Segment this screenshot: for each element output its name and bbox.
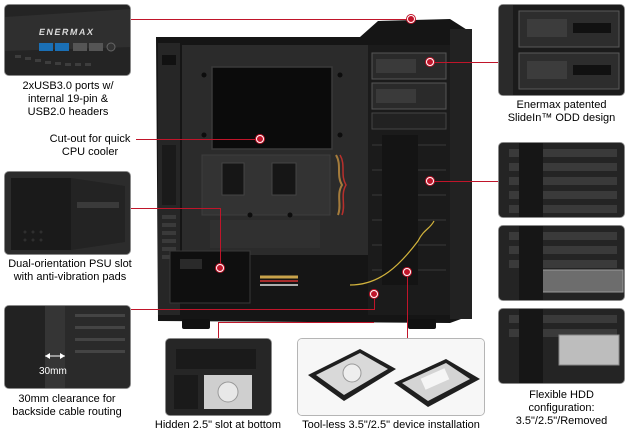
clearance-caption-line-1: 30mm clearance for [18,393,116,405]
clearance-callout-dot [370,290,378,298]
case-main-photo [150,15,480,330]
cpu-callout-dot [256,135,264,143]
usb-caption-line-2: internal 19-pin & [27,93,109,105]
hidden-callout-line [218,322,219,338]
hdd-caption-line-3: 3.5"/2.5"/Removed [515,415,608,427]
usb-caption-line-3: USB2.0 headers [27,106,109,118]
hdd-caption-line-1: Flexible HDD [529,389,594,401]
hdd-callout-line [430,181,498,182]
clearance-thumbnail: 30mm [4,305,131,389]
clearance-callout-line-v [374,294,375,310]
psu-caption: Dual-orientation PSU slot with anti-vibr… [4,258,136,284]
odd-caption: Enermax patented SlideIn™ ODD design [498,99,625,125]
usb-caption: 2xUSB3.0 ports w/ internal 19-pin & USB2… [12,80,124,119]
hdd-config-thumbnail-1 [498,142,625,218]
brand-logo: ENERMAX [38,27,96,37]
psu-caption-line-2: with anti-vibration pads [13,271,127,283]
clearance-caption: 30mm clearance for backside cable routin… [10,393,124,419]
psu-caption-line-1: Dual-orientation PSU slot [8,258,132,270]
hdd-caption: Flexible HDD configuration: 3.5"/2.5"/Re… [498,389,625,428]
toolless-callout-line [407,272,408,338]
usb-callout-line [131,19,411,20]
hdd-config-thumbnail-2 [498,225,625,301]
usb-ports-thumbnail: ENERMAX [4,4,131,76]
toolless-caption: Tool-less 3.5"/2.5" device installation [302,419,480,431]
hdd-callout-dot [426,177,434,185]
hidden-slot-caption: Hidden 2.5" slot at bottom [154,419,282,431]
odd-callout-dot [426,58,434,66]
hdd-caption-line-2: configuration: [528,402,595,414]
toolless-thumbnail [297,338,485,416]
odd-caption-line-1: Enermax patented [516,99,607,111]
usb-callout-dot [407,15,415,23]
cpu-caption-line-2: CPU cooler [61,146,119,158]
odd-thumbnail [498,4,625,96]
odd-callout-line [430,62,498,63]
psu-callout-line-v [220,208,221,268]
toolless-callout-dot [403,268,411,276]
clearance-caption-line-2: backside cable routing [12,406,122,418]
measure-label: 30mm [39,366,67,377]
hidden-callout-line-h [218,322,374,323]
usb-caption-line-1: 2xUSB3.0 ports w/ [22,80,114,92]
hidden-slot-thumbnail [165,338,272,416]
cpu-caption: Cut-out for quick CPU cooler [42,133,138,159]
clearance-callout-line [131,309,375,310]
cpu-caption-line-1: Cut-out for quick [49,133,131,145]
psu-callout-line-h [131,208,221,209]
odd-caption-line-2: SlideIn™ ODD design [507,112,616,124]
psu-callout-dot [216,264,224,272]
hdd-config-thumbnail-3 [498,308,625,384]
cpu-callout-line [136,139,260,140]
psu-slot-thumbnail [4,171,131,255]
